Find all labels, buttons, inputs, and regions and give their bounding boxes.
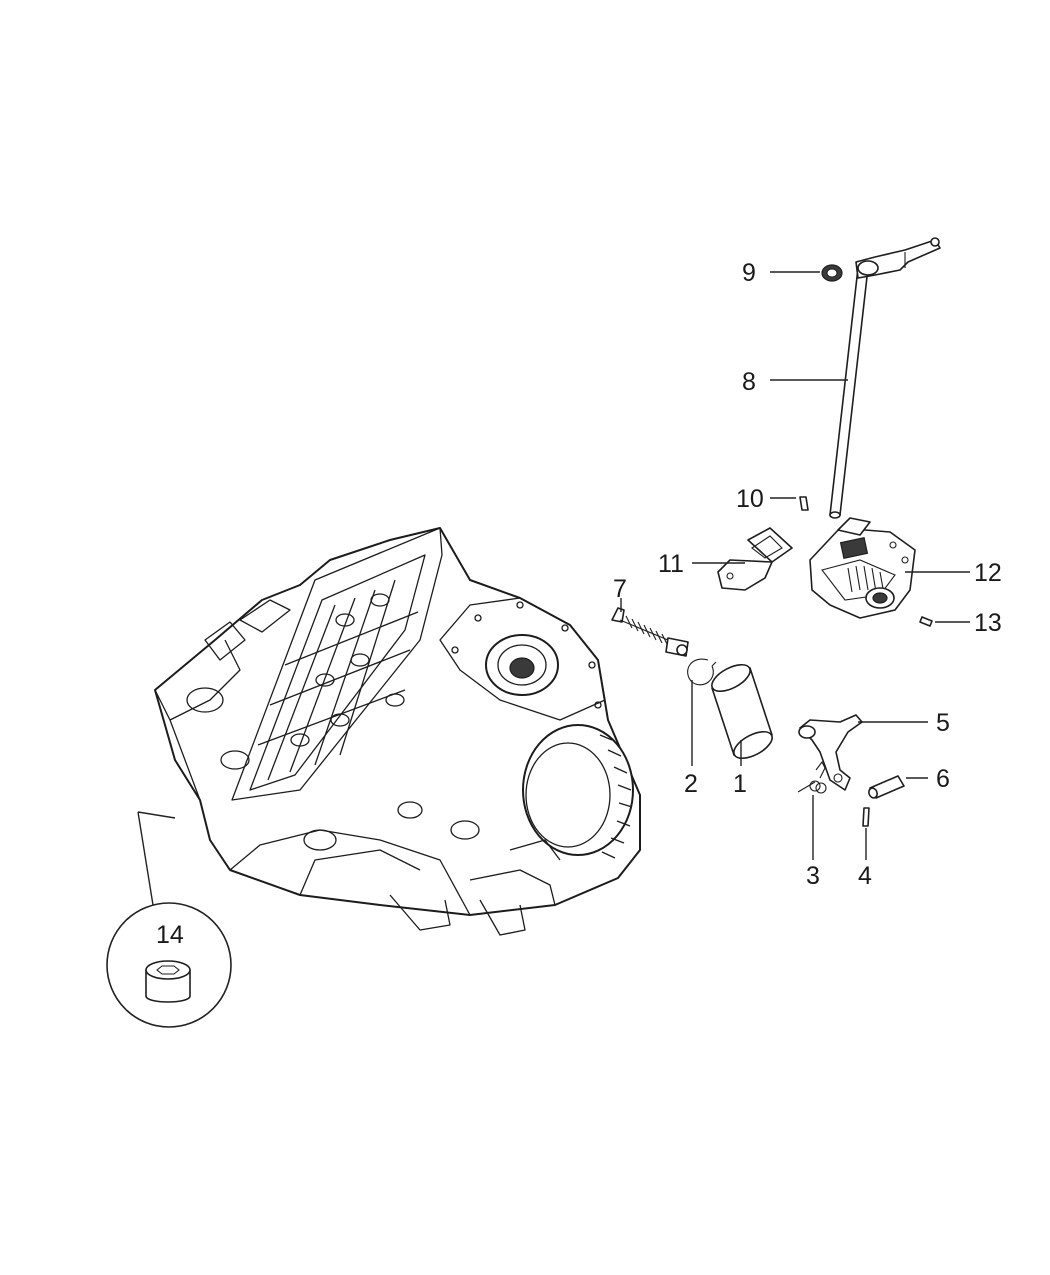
small-pin-part-4 (862, 807, 870, 827)
callout-label-5: 5 (936, 709, 950, 737)
seal-part-9 (821, 264, 843, 282)
roll-pin-part-10 (799, 496, 809, 511)
shift-shaft-part-8 (829, 237, 941, 519)
callout-label-7: 7 (613, 575, 627, 603)
callout-label-2: 2 (684, 770, 698, 798)
case-bolt-bosses (290, 593, 405, 747)
callout-label-13: 13 (974, 609, 1002, 637)
callout-label-1: 1 (733, 770, 747, 798)
callout-label-4: 4 (858, 862, 872, 890)
torsion-spring-part-3 (797, 760, 827, 794)
clutch-drum (522, 724, 634, 859)
callout-label-6: 6 (936, 765, 950, 793)
callout-label-9: 9 (742, 259, 756, 287)
callout-label-12: 12 (974, 559, 1002, 587)
transmission-case (137, 527, 641, 936)
callout-label-10: 10 (736, 485, 764, 513)
detail-circle-14: 14 (106, 902, 232, 1028)
callout-label-11: 11 (658, 550, 684, 578)
cover-bolt-holes (451, 601, 602, 709)
leader-14 (137, 811, 176, 906)
pin-part-13 (919, 616, 933, 627)
callout-label-8: 8 (742, 368, 756, 396)
detent-spring-part-7 (611, 607, 689, 657)
pin-part-6 (868, 775, 905, 799)
plug-part-14 (145, 960, 191, 1003)
callout-label-14: 14 (156, 921, 184, 949)
sleeve-part-1 (711, 663, 773, 760)
callout-label-3: 3 (806, 862, 820, 890)
lever-part-5 (798, 714, 863, 791)
range-sensor-part-12 (809, 517, 916, 619)
bracket-part-11 (717, 527, 793, 591)
